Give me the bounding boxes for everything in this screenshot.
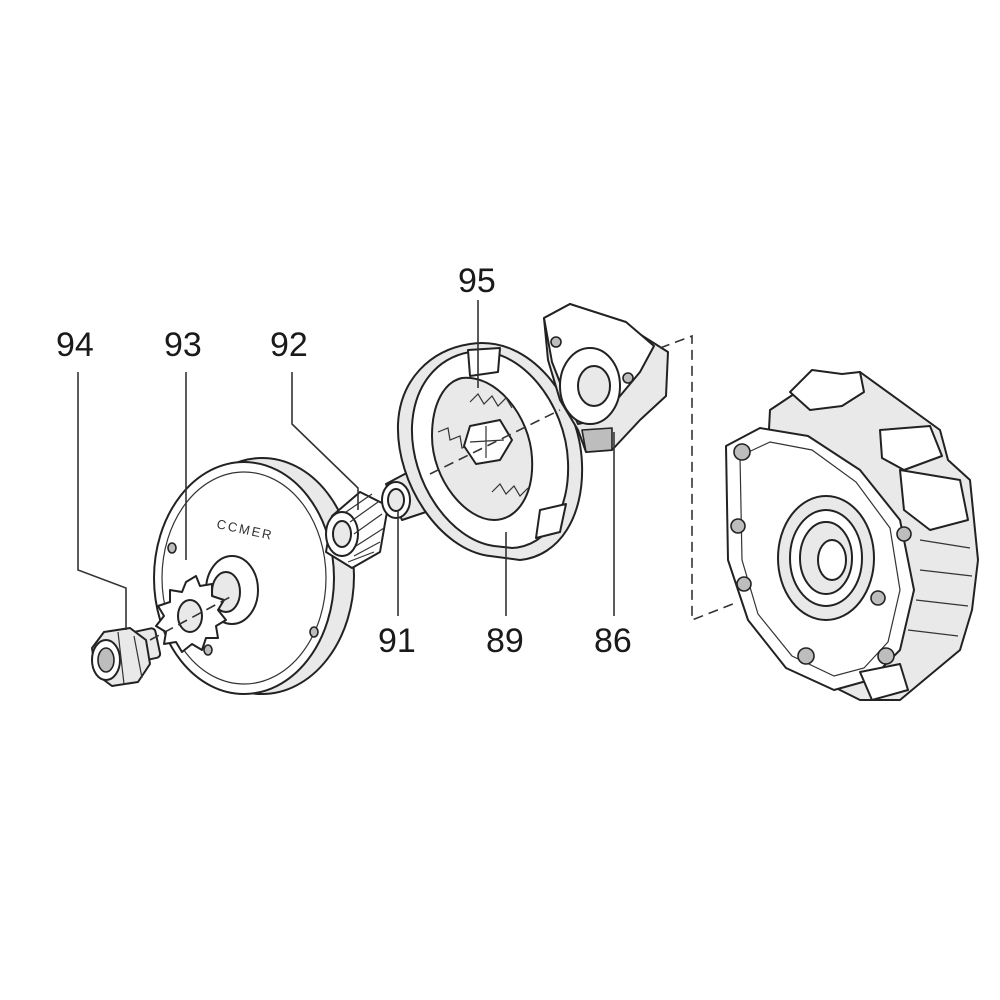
callout-labels: 94 93 92 95 91 89 86 [56,262,632,660]
callout-86: 86 [594,622,632,660]
callout-91: 91 [378,622,416,660]
callout-94: 94 [56,326,94,364]
callout-95: 95 [458,262,496,300]
part-92-needle-bearing [325,491,389,569]
part-94-nut [91,627,162,687]
leader-lines [77,300,615,630]
part-89-clutch-shoes [396,341,584,561]
crankcase-housing [725,369,979,701]
assembly-lines [149,334,739,641]
part-93-clutch-drum: CCMER [153,457,355,695]
callout-93: 93 [164,326,202,364]
callout-92: 92 [270,326,308,364]
part-86-cover-plate [543,303,669,453]
callout-89: 89 [486,622,524,660]
